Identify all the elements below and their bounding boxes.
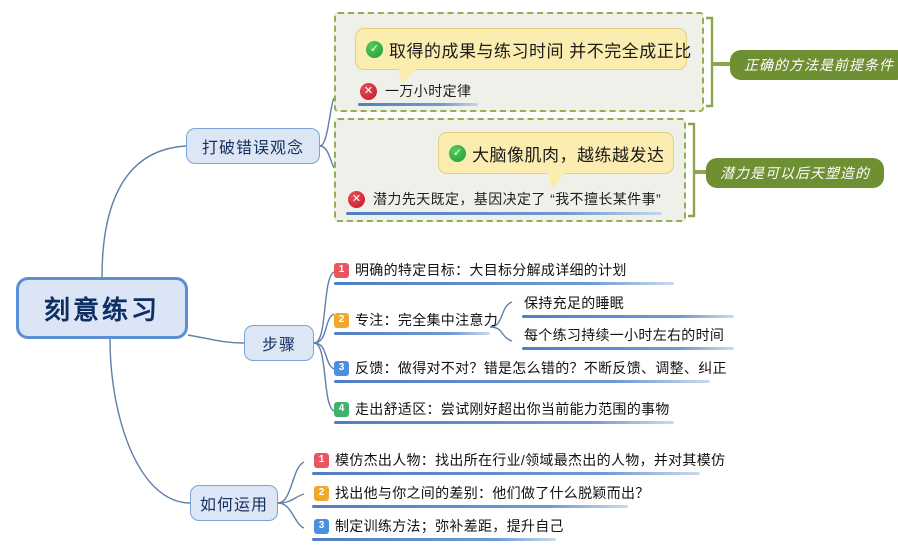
step-number-badge: 4 xyxy=(334,401,349,417)
branch-node-break-misconceptions[interactable]: 打破错误观念 xyxy=(186,128,320,164)
concept-negative-text: 一万小时定律 xyxy=(385,83,472,99)
apply-item[interactable]: 3 制定训练方法；弥补差距，提升自己 xyxy=(314,516,564,536)
apply-number-badge: 3 xyxy=(314,518,329,534)
step-number-badge: 1 xyxy=(334,262,349,278)
step-text: 走出舒适区：尝试刚好超出你当前能力范围的事物 xyxy=(355,401,670,417)
root-node[interactable]: 刻意练习 xyxy=(16,277,188,339)
apply-number-badge: 2 xyxy=(314,485,329,501)
branch-node-how-to-apply[interactable]: 如何运用 xyxy=(190,485,278,521)
apply-text: 模仿杰出人物：找出所在行业/领域最杰出的人物，并对其模仿 xyxy=(335,452,726,468)
concept-tag-text: 潜力是可以后天塑造的 xyxy=(720,165,870,181)
concept-positive-text: 大脑像肌肉，越练越发达 xyxy=(472,145,665,165)
concept-negative-text: 潜力先天既定，基因决定了 “我不擅长某件事” xyxy=(373,191,662,207)
concept-negative-underline xyxy=(346,212,662,215)
cross-circle-icon: ✕ xyxy=(348,190,365,208)
check-circle-icon: ✓ xyxy=(366,40,383,58)
concept-negative-row[interactable]: ✕ 潜力先天既定，基因决定了 “我不擅长某件事” xyxy=(348,189,661,209)
concept-negative-underline xyxy=(358,103,478,106)
concept-positive-callout[interactable]: ✓ 取得的成果与练习时间 并不完全成正比 xyxy=(355,28,691,70)
step-item[interactable]: 2 专注：完全集中注意力 xyxy=(334,310,498,330)
apply-text: 制定训练方法；弥补差距，提升自己 xyxy=(335,518,564,534)
branch-node-label: 如何运用 xyxy=(199,497,268,514)
step-underline xyxy=(334,332,490,335)
step-number-badge: 2 xyxy=(334,312,349,328)
step-sub-item-underline xyxy=(522,347,734,350)
branch-node-label: 步骤 xyxy=(261,337,296,354)
apply-underline xyxy=(312,505,628,508)
concept-tag-label[interactable]: 潜力是可以后天塑造的 xyxy=(706,158,884,188)
apply-text: 找出他与你之间的差别：他们做了什么脱颖而出？ xyxy=(335,485,650,501)
apply-number-badge: 1 xyxy=(314,452,329,468)
step-underline xyxy=(334,421,674,424)
apply-item[interactable]: 1 模仿杰出人物：找出所在行业/领域最杰出的人物，并对其模仿 xyxy=(314,450,725,470)
step-underline xyxy=(334,282,674,285)
step-sub-item-text[interactable]: 保持充足的睡眠 xyxy=(524,295,625,311)
step-item[interactable]: 1 明确的特定目标：大目标分解成详细的计划 xyxy=(334,260,627,280)
concept-tag-text: 正确的方法是前提条件 xyxy=(744,57,894,73)
concept-positive-callout[interactable]: ✓ 大脑像肌肉，越练越发达 xyxy=(438,132,674,174)
step-item[interactable]: 3 反馈：做得对不对？错是怎么错的？不断反馈、调整、纠正 xyxy=(334,358,727,378)
concept-negative-row[interactable]: ✕ 一万小时定律 xyxy=(360,81,471,101)
step-text: 专注：完全集中注意力 xyxy=(355,312,498,328)
step-sub-item-text[interactable]: 每个练习持续一小时左右的时间 xyxy=(524,327,725,343)
step-item[interactable]: 4 走出舒适区：尝试刚好超出你当前能力范围的事物 xyxy=(334,399,670,419)
step-number-badge: 3 xyxy=(334,360,349,376)
step-underline xyxy=(334,380,710,383)
root-node-label: 刻意练习 xyxy=(43,294,160,325)
step-text: 反馈：做得对不对？错是怎么错的？不断反馈、调整、纠正 xyxy=(355,360,727,376)
branch-node-steps[interactable]: 步骤 xyxy=(244,325,314,361)
apply-underline xyxy=(312,472,700,475)
step-text: 明确的特定目标：大目标分解成详细的计划 xyxy=(355,262,627,278)
apply-underline xyxy=(312,538,556,541)
branch-node-label: 打破错误观念 xyxy=(201,140,304,157)
apply-item[interactable]: 2 找出他与你之间的差别：他们做了什么脱颖而出？ xyxy=(314,483,650,503)
cross-circle-icon: ✕ xyxy=(360,82,377,100)
concept-tag-label[interactable]: 正确的方法是前提条件 xyxy=(730,50,898,80)
step-sub-item-underline xyxy=(522,315,734,318)
check-circle-icon: ✓ xyxy=(449,144,466,162)
concept-positive-text: 取得的成果与练习时间 并不完全成正比 xyxy=(389,41,692,61)
